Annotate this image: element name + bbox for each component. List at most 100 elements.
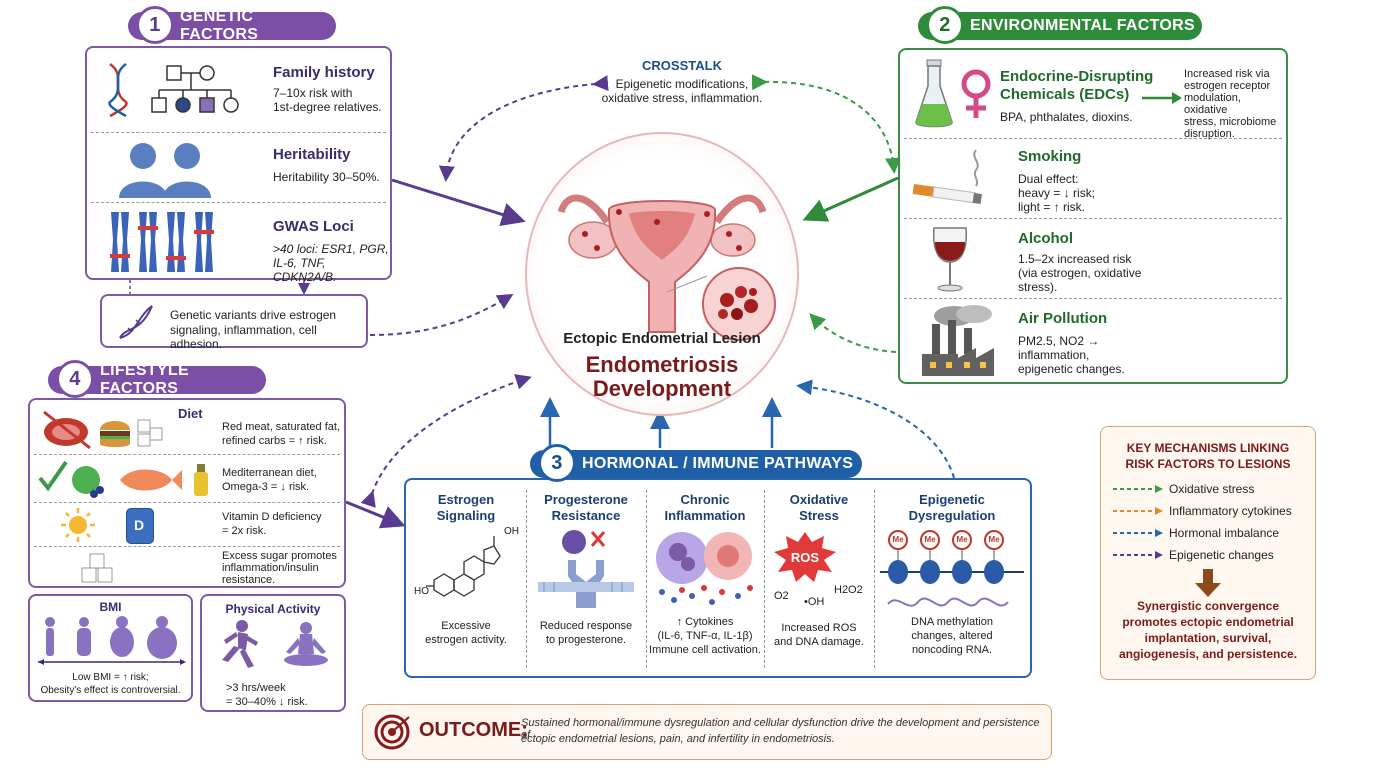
cigarette-icon: [912, 149, 982, 205]
crosstalk-block: CROSSTALK Epigenetic modifications, oxid…: [590, 58, 774, 105]
center-circle: Ectopic Endometrial Lesion Endometriosis…: [525, 132, 799, 416]
physical-activity-line2: = 30–40% ↓ risk.: [226, 696, 308, 708]
dna-icon: [108, 62, 128, 118]
oxidative-text-line1: Increased ROS: [781, 622, 857, 634]
air-pollution-title: Air Pollution: [1018, 310, 1108, 327]
edc-arrow: [1142, 92, 1182, 104]
ros-burst-icon: [774, 532, 836, 582]
key-item-cytokines: Inflammatory cytokines: [1169, 504, 1292, 518]
key-item-oxidative: Oxidative stress: [1169, 482, 1255, 496]
me-label-3: Me: [956, 535, 968, 544]
me-label-2: Me: [924, 535, 936, 544]
key-title-line1: KEY MECHANISMS LINKING: [1126, 441, 1290, 455]
epigenetic-title-line2: Dysregulation: [908, 508, 996, 523]
edc-title-line1: Endocrine-Disrupting: [1000, 68, 1154, 85]
genetic-variants-line1: Genetic variants drive estrogen: [170, 308, 337, 322]
unhealthy-food-icon: [43, 410, 163, 450]
alcohol-line2: (via estrogen, oxidative: [1018, 266, 1142, 280]
progesterone-title-line2: Resistance: [551, 508, 621, 523]
estrogen-title-line1: Estrogen: [437, 492, 495, 507]
nucleosome-icon: [880, 530, 1024, 607]
edc-effect-line4: stress, microbiome: [1184, 116, 1277, 128]
me-label-1: Me: [892, 535, 904, 544]
wine-glass-icon: [932, 227, 968, 292]
alcohol-line1: 1.5–2x increased risk: [1018, 252, 1132, 266]
smoking-line2: heavy = ↓ risk;: [1018, 186, 1096, 200]
key-summary-line4: angiogenesis, and persistence.: [1118, 647, 1298, 661]
oh-label: OH: [504, 526, 519, 537]
hormonal-title: HORMONAL / IMMUNE PATHWAYS: [582, 455, 854, 472]
inflammation-title-line2: Inflammation: [664, 508, 746, 523]
diet4-line1: Excess sugar promotes: [222, 550, 337, 562]
center-title-line1: Endometriosis: [585, 352, 739, 377]
environmental-title: ENVIRONMENTAL FACTORS: [970, 17, 1195, 34]
smoking-line1: Dual effect:: [1018, 172, 1079, 186]
diet2-line2: Omega-3 = ↓ risk.: [222, 481, 310, 493]
edc-effect-line5: disruption.: [1184, 128, 1235, 140]
physical-activity-title: Physical Activity: [225, 602, 321, 616]
bmi-title: BMI: [99, 600, 122, 614]
gwas-line2: IL-6, TNF, CDKN2A/B.: [273, 256, 337, 284]
air-pollution-line3: epigenetic changes.: [1018, 362, 1125, 376]
diet-title: Diet: [178, 406, 203, 421]
target-icon: [374, 714, 410, 750]
dna-small-icon: [119, 305, 153, 339]
genetic-variants-line2: signaling, inflammation, cell adhesion.: [170, 323, 317, 351]
gwas-title: GWAS Loci: [273, 218, 354, 235]
exercise-figures-icon: [222, 620, 328, 668]
oxidative-title-line2: Stress: [799, 508, 839, 523]
silhouettes-icon: [119, 143, 211, 198]
genetic-title: GENETIC FACTORS: [180, 8, 259, 43]
receptor-blocked-icon: [538, 530, 634, 608]
progesterone-title-line1: Progesterone: [544, 492, 628, 507]
diet1-line2: refined carbs = ↑ risk.: [222, 435, 327, 447]
alcohol-title: Alcohol: [1018, 230, 1073, 247]
genetic-variants-box: Genetic variants drive estrogen signalin…: [100, 294, 368, 351]
progesterone-text-line1: Reduced response: [539, 620, 633, 632]
flask-icon: [915, 59, 953, 128]
diet1-line1: Red meat, saturated fat,: [222, 421, 341, 433]
ros-label: ROS: [790, 550, 820, 565]
gwas-line1: >40 loci: ESR1, PGR,: [273, 242, 389, 256]
edc-text: BPA, phthalates, dioxins.: [1000, 110, 1133, 124]
key-title-line2: RISK FACTORS TO LESIONS: [1125, 457, 1291, 471]
edc-effect-line2: estrogen receptor: [1184, 80, 1271, 92]
environmental-pill: 2 ENVIRONMENTAL FACTORS: [918, 6, 1202, 44]
lifestyle-title: LIFESTYLE FACTORS: [100, 362, 189, 397]
chromosomes-icon: [110, 212, 214, 272]
hormonal-box: Estrogen Signaling OH HO Excessive estro…: [404, 478, 1032, 678]
outcome-text-line1: Sustained hormonal/immune dysregulation …: [521, 717, 1040, 741]
female-symbol-icon: [961, 69, 991, 118]
crosstalk-line1: Epigenetic modifications,: [615, 77, 749, 91]
lesion-label: Ectopic Endometrial Lesion: [563, 330, 761, 347]
oxidative-title-line1: Oxidative: [789, 492, 849, 507]
inflammation-title-line1: Chronic: [680, 492, 730, 507]
estrogen-text-line2: estrogen activity.: [425, 634, 507, 646]
epigenetic-text-line1: DNA methylation: [911, 616, 993, 628]
diet3-line1: Vitamin D deficiency: [222, 511, 322, 523]
vitamin-d-bottle-icon: [126, 508, 154, 544]
h2o2-label: H2O2: [834, 584, 863, 596]
immune-cells-icon: [656, 532, 753, 605]
vitamin-d-label: D: [133, 517, 145, 533]
estrogen-text-line1: Excessive: [441, 620, 491, 632]
oxidative-text-line2: and DNA damage.: [774, 636, 864, 648]
physical-activity-box: Physical Activity >3 hrs/week = 30–40% ↓…: [200, 594, 346, 712]
smoking-title: Smoking: [1018, 148, 1082, 165]
inflammation-text-line2: (IL-6, TNF-α, IL-1β): [657, 630, 753, 642]
alcohol-line3: stress).: [1018, 280, 1058, 294]
lifestyle-pill: 4 LIFESTYLE FACTORS: [48, 360, 266, 398]
edc-effect-line3: modulation, oxidative: [1184, 92, 1241, 116]
smoking-line3: light = ↑ risk.: [1018, 200, 1086, 214]
key-mechanisms-box: KEY MECHANISMS LINKING RISK FACTORS TO L…: [1100, 426, 1316, 680]
diet4-line3: resistance.: [222, 574, 276, 586]
outcome-box: OUTCOME: Sustained hormonal/immune dysre…: [362, 704, 1052, 760]
bmi-figures-icon: [38, 616, 186, 665]
lifestyle-number: 4: [56, 360, 94, 398]
edc-effect-line1: Increased risk via: [1184, 68, 1270, 80]
ho-label: HO: [414, 586, 429, 597]
epigenetic-text-line2: changes, altered: [911, 630, 993, 642]
physical-activity-line1: >3 hrs/week: [226, 682, 286, 694]
diet-box: Diet Red meat, saturated fat, refined ca…: [28, 398, 346, 588]
sugar-cubes-icon: [81, 553, 113, 583]
